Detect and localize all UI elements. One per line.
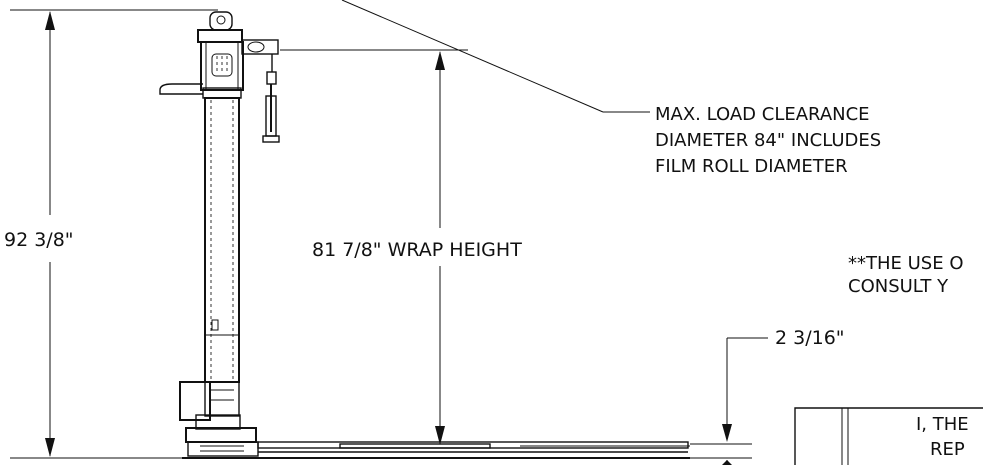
title-block-line-2: REP: [930, 439, 965, 460]
side-handle: [159, 83, 203, 95]
clearance-leader: [341, 0, 650, 113]
wrap-height-dimension: [280, 49, 468, 445]
wrapper-machine: [159, 11, 690, 459]
use-note-line-2: CONSULT Y: [848, 276, 949, 297]
turntable-height-label: 2 3/16": [775, 327, 845, 349]
title-block: [794, 407, 983, 465]
turntable-height-dimension: [690, 337, 768, 465]
overall-height-dimension: [10, 9, 218, 459]
title-block-line-1: I, THE: [916, 414, 969, 435]
clearance-note-line-2: DIAMETER 84" INCLUDES: [655, 130, 881, 151]
mast: [204, 97, 240, 383]
wrap-height-label: 81 7/8" WRAP HEIGHT: [312, 239, 522, 261]
turntable-base: [182, 427, 690, 459]
lifting-eye: [209, 11, 233, 31]
head-housing: [197, 29, 244, 99]
clearance-note-line-1: MAX. LOAD CLEARANCE: [655, 104, 870, 125]
motor-box: [179, 381, 241, 430]
use-note-line-1: **THE USE O: [848, 253, 964, 274]
film-carriage-arm: [241, 39, 280, 143]
clearance-note-line-3: FILM ROLL DIAMETER: [655, 156, 848, 177]
overall-height-label: 92 3/8": [4, 229, 74, 251]
